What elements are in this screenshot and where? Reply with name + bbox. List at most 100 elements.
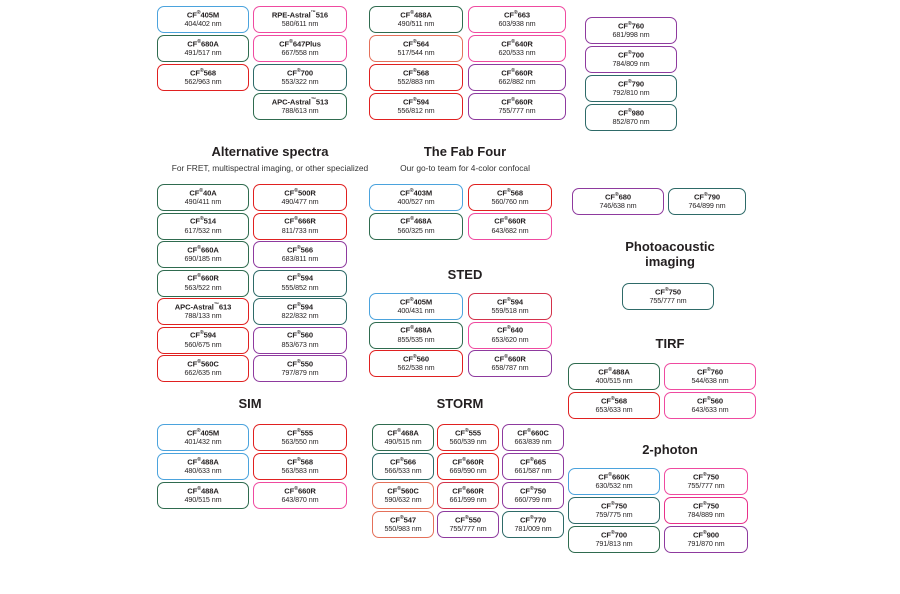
dye-name: CF®560C xyxy=(387,485,419,496)
dye-wavelengths: 620/533 nm xyxy=(498,48,536,58)
trademark-mark: ® xyxy=(627,107,632,114)
dye-wavelengths: 617/532 nm xyxy=(184,225,222,235)
trademark-mark: ® xyxy=(529,485,534,492)
dye-wavelengths: 791/813 nm xyxy=(595,539,633,549)
dye-wavelengths: 764/899 nm xyxy=(688,201,726,211)
dye-wavelengths: 552/883 nm xyxy=(397,77,435,87)
dye-name: CF®665 xyxy=(519,456,547,467)
dye-name: CF®488A xyxy=(400,325,432,335)
dye-wavelengths: 563/522 nm xyxy=(184,282,222,292)
dye-name: CF®560 xyxy=(696,395,724,406)
dye-wavelengths: 667/558 nm xyxy=(281,48,319,58)
dye-wavelengths: 490/515 nm xyxy=(184,495,222,505)
trademark-mark: ® xyxy=(529,514,534,521)
dye-name: CF®700 xyxy=(600,529,628,540)
dye-wavelengths: 580/611 nm xyxy=(281,19,319,29)
dye-name: CF®547 xyxy=(389,514,417,525)
dye-wavelengths: 755/777 nm xyxy=(498,106,536,116)
trademark-mark: ® xyxy=(410,216,414,223)
trademark-mark: ® xyxy=(197,358,201,365)
trademark-mark: ® xyxy=(511,67,515,74)
trademark-mark: ® xyxy=(627,78,632,85)
dye-name: CF®560C xyxy=(187,358,219,369)
section-title-sim: SIM xyxy=(238,396,262,411)
trademark-mark: ® xyxy=(197,485,201,492)
